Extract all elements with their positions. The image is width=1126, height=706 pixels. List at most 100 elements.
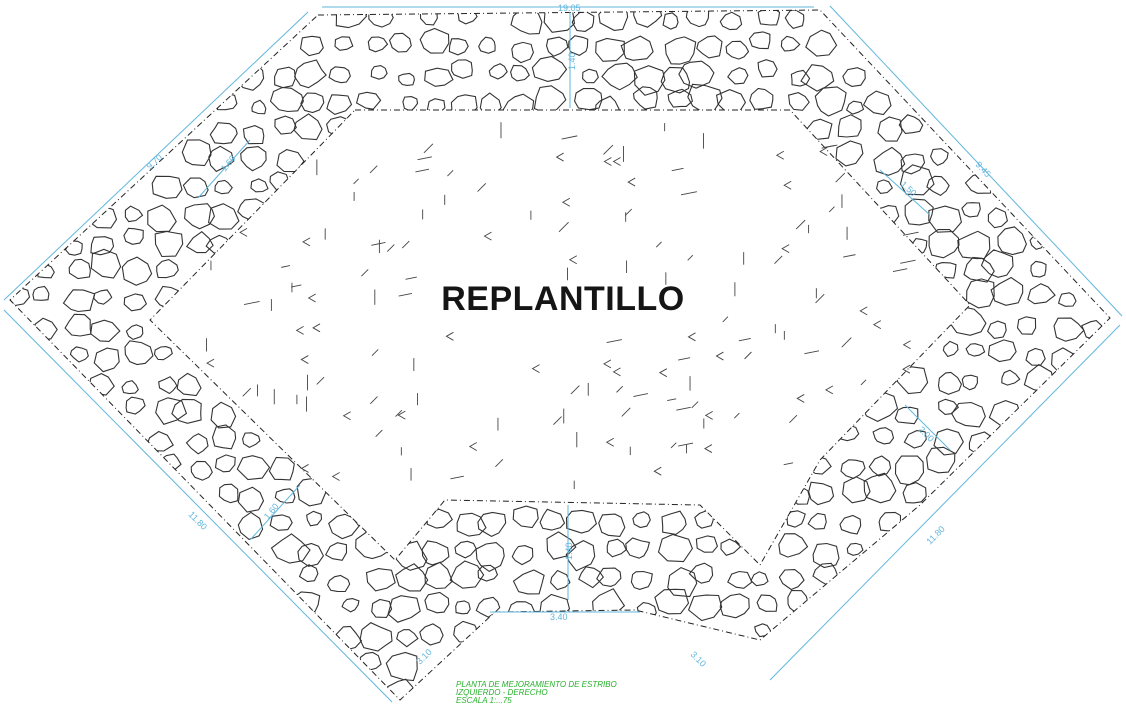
gravel-stone [328,513,360,540]
hatch-mark [738,338,751,342]
gravel-stone [748,31,771,50]
hatch-mark [676,406,691,411]
gravel-stone [910,238,928,256]
gravel-stone [269,86,304,113]
gravel-stone [207,203,240,230]
gravel-stone [780,35,801,52]
gravel-stone [10,285,31,307]
hatch-mark [781,244,790,253]
gravel-stone [510,64,530,82]
gravel-stone [296,477,327,507]
gravel-stone [478,36,496,54]
dim-label-depth-bottom: 1.40 [564,542,574,560]
dim-label-depth-top: 1.40 [567,52,577,70]
dim-label-top: 19.05 [558,3,581,13]
gravel-stone [154,230,184,258]
gravel-stone [158,376,178,395]
gravel-stone [842,67,866,87]
gravel-stone [814,86,847,117]
gravel-stone [368,10,394,28]
hatch-mark [653,466,662,476]
gravel-stone [694,510,715,529]
hatch-mark [603,157,612,166]
gravel-stone [242,432,261,449]
gravel-stone [512,569,545,595]
gravel-stone [299,35,324,57]
gravel-stone [997,226,1027,256]
gravel-stone [334,36,354,51]
hatch-mark [295,325,304,335]
gravel-stone [696,35,723,59]
gravel-stone [477,511,507,538]
gravel-stone [398,72,415,86]
gravel-stone [367,36,389,53]
gravel-stone [860,391,899,423]
gravel-stone [146,430,174,452]
gravel-stone [963,256,995,283]
hatch-mark [369,165,378,174]
hatch-mark [872,320,882,329]
hatch-mark [612,367,621,377]
dimension-lines [3,5,1123,703]
hatch-mark [892,268,908,272]
hatch-mark [561,135,578,140]
gravel-stone [153,346,173,361]
gravel-stone [236,63,265,91]
hatch-mark [795,219,806,230]
hatch-mark [687,332,696,342]
gravel-stone [477,564,499,582]
dim-line-offset-b [879,169,931,216]
gravel-stone [531,55,568,82]
gravel-stone [268,456,295,481]
gravel-stone [512,505,539,529]
hatch-mark [342,411,351,421]
gravel-stone [846,542,864,556]
gravel-stone [479,92,502,116]
gravel-stone [965,343,986,357]
hatch-mark [606,339,622,344]
gravel-stone [878,511,902,532]
gravel-stone [837,114,862,138]
gravel-stone [582,68,599,84]
hatch-mark [331,472,340,481]
gravel-stone [250,178,269,193]
gravel-stone [242,125,265,145]
hatch-mark [704,410,713,420]
hatch-mark [616,385,624,393]
gravel-stone [961,202,981,218]
replantillo-hatch [206,122,919,490]
gravel-stone [176,372,202,397]
gravel-stone [876,179,894,194]
gravel-stone [424,67,454,87]
gravel-stone [574,87,603,111]
hatch-mark [621,407,631,417]
gravel-stone [205,234,233,254]
dim-label-offset-c: 2.00 [917,424,936,443]
gravel-stone [300,92,325,114]
caption-subtitle: IZQUIERDO - DERECHO [456,688,548,697]
hatch-mark [531,364,540,373]
gravel-stone [654,588,690,615]
gravel-stone [926,175,950,197]
gravel-stone [419,623,444,646]
gravel-stone [147,204,177,233]
hatch-mark [401,240,410,249]
gravel-stone [456,512,487,537]
gravel-stone [402,96,419,112]
gravel-stone [986,320,1007,339]
gravel-stone [778,533,809,558]
dim-line-offset-a [197,139,251,199]
gravel-stone [269,514,293,531]
hatch-mark [722,316,729,323]
hatch-mark [902,231,919,236]
gravel-stone [68,258,91,280]
gravel-stone [160,453,182,470]
gravel-stone [426,98,446,114]
gravel-stone [453,620,480,643]
gravel-stone [181,139,212,167]
gravel-stone [719,593,750,619]
hatch-mark [670,442,677,449]
gravel-stone [62,289,96,313]
gravel-stone [937,371,963,395]
gravel-stone [565,509,598,534]
